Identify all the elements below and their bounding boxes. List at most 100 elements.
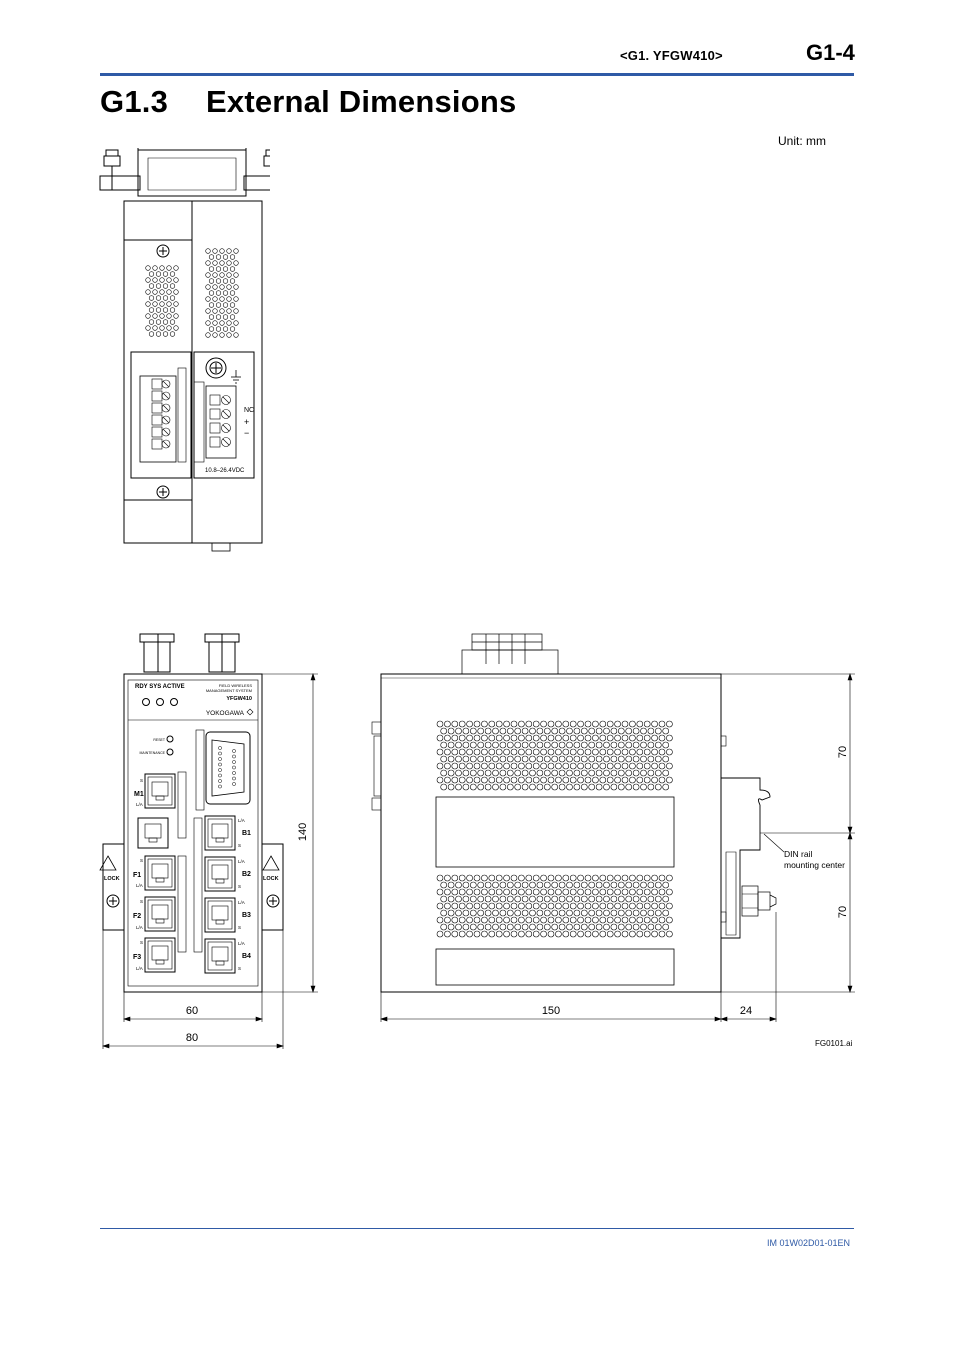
vent-hole — [599, 888, 607, 896]
terminal-screw — [221, 395, 231, 405]
vent-hole — [233, 272, 239, 278]
fieldbus-terminal-block — [151, 378, 171, 450]
vent-hole — [573, 755, 581, 763]
vent-hole — [625, 895, 633, 903]
m1-s-label: S — [140, 778, 143, 783]
vent-hole — [488, 734, 496, 742]
port-frame — [144, 773, 176, 809]
vent-hole — [462, 755, 470, 763]
vent-hole — [495, 734, 503, 742]
vent-hole — [205, 284, 211, 290]
vent-hole — [173, 301, 179, 307]
dim-140: 140 — [297, 823, 309, 841]
vent-hole — [532, 916, 540, 924]
vent-hole — [566, 755, 573, 763]
vent-hole — [162, 271, 169, 277]
vent-hole — [447, 909, 455, 917]
vent-hole — [222, 314, 229, 320]
vent-hole — [603, 741, 610, 749]
vent-hole — [636, 720, 644, 728]
vent-hole — [647, 741, 655, 749]
port-jack — [151, 945, 169, 961]
vent-hole — [536, 755, 544, 763]
vent-hole — [495, 888, 503, 896]
vent-hole — [610, 769, 618, 777]
vent-hole — [495, 720, 503, 728]
vent-hole — [588, 741, 596, 749]
vent-hole — [603, 881, 610, 889]
reset-button[interactable] — [166, 735, 174, 743]
vent-hole — [632, 881, 640, 889]
vent-hole — [506, 755, 514, 763]
vent-hole — [654, 755, 662, 763]
vent-hole — [599, 776, 607, 784]
terminal-cell — [209, 408, 221, 420]
vent-hole — [580, 783, 588, 791]
port-latch — [215, 837, 225, 843]
vent-hole — [588, 881, 596, 889]
vent-hole — [629, 734, 636, 742]
vent-hole — [558, 755, 566, 763]
dim-24: 24 — [740, 1005, 752, 1017]
vent-hole — [643, 776, 651, 784]
vent-hole — [455, 769, 462, 777]
vent-hole — [614, 776, 621, 784]
vent-hole — [632, 909, 640, 917]
vent-hole — [455, 755, 462, 763]
vent-hole — [662, 909, 670, 917]
pin — [218, 762, 222, 767]
vent-hole — [573, 741, 581, 749]
vent-hole — [573, 909, 581, 917]
vent-hole — [205, 296, 211, 302]
terminal-cell — [151, 438, 163, 450]
vent-hole — [625, 727, 633, 735]
vent-hole — [462, 895, 470, 903]
side-vent-grid-top — [436, 720, 673, 791]
din-rail-clip — [721, 777, 777, 939]
pin — [232, 749, 236, 753]
f2-la-label: L/A — [136, 925, 143, 930]
vent-hole — [543, 881, 551, 889]
vent-hole — [617, 895, 625, 903]
vent-hole — [233, 308, 239, 314]
terminal-screw — [161, 403, 171, 413]
vent-hole — [506, 727, 514, 735]
vent-hole — [162, 295, 169, 301]
vent-hole — [226, 332, 232, 338]
ethernet-port-b3 — [204, 897, 236, 933]
vent-hole — [451, 874, 459, 882]
vent-hole — [484, 755, 492, 763]
vent-hole — [555, 720, 562, 728]
power-terminal-block — [209, 394, 231, 448]
vent-hole — [229, 266, 236, 272]
pin — [218, 779, 222, 783]
vent-hole — [155, 319, 162, 325]
vent-hole — [451, 734, 459, 742]
side-label-panel-lower — [435, 948, 675, 986]
vent-hole — [488, 874, 496, 882]
vent-hole — [444, 720, 451, 728]
vent-hole — [444, 748, 451, 756]
vent-hole — [484, 741, 492, 749]
vent-hole — [592, 762, 599, 770]
vent-hole — [455, 741, 462, 749]
vent-hole — [518, 930, 525, 938]
vent-hole — [536, 923, 544, 931]
vent-hole — [525, 720, 533, 728]
pin — [232, 771, 236, 775]
vent-hole — [551, 755, 559, 763]
vent-hole — [555, 776, 562, 784]
vent-hole — [555, 902, 562, 910]
vent-hole — [229, 314, 236, 320]
vent-hole — [510, 776, 518, 784]
vent-hole — [506, 881, 514, 889]
vent-hole — [233, 248, 239, 254]
vent-hole — [603, 923, 610, 931]
vent-hole — [606, 902, 614, 910]
vent-hole — [606, 776, 614, 784]
vent-hole — [551, 741, 559, 749]
vent-hole — [484, 909, 492, 917]
vent-hole — [436, 930, 444, 938]
dim-150: 150 — [542, 1005, 560, 1017]
vent-hole — [495, 776, 503, 784]
